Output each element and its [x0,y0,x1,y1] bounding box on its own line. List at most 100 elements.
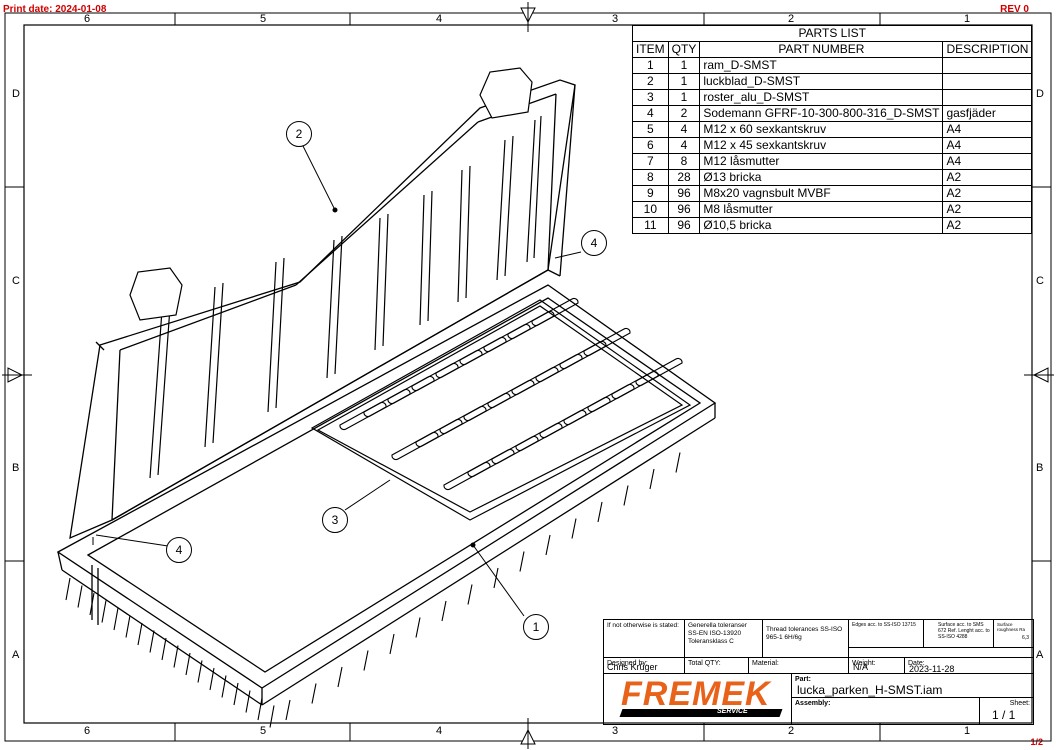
header-qty: QTY [667,41,701,58]
cell-part: Sodemann GFRF-10-300-800-316_D-SMST [699,105,944,122]
zone-col-1: 1 [964,13,971,25]
zone-row-c: C [12,275,20,287]
anchor-bolt [173,645,179,668]
anchor-bolt [65,577,71,601]
cell-desc [942,73,1033,90]
anchor-bolt [113,607,119,631]
tb-weight-label: Weight: [849,658,905,674]
anchor-bolt [77,585,83,608]
balloon-item-1: 1 [523,614,549,640]
tb-material-label: Material: [749,658,849,674]
cell-qty: 1 [667,73,701,90]
zone-col-5: 5 [260,13,267,25]
cell-desc: A2 [942,169,1033,186]
cell-item: 3 [632,89,669,106]
anchor-bolt [245,690,251,713]
zone-col-1-bottom: 1 [964,725,971,737]
anchor-bolt [89,592,95,616]
anchor-bolt [415,617,421,638]
grate-slot [391,431,439,461]
cell-part: roster_alu_D-SMST [699,89,944,106]
anchor-bolt [545,534,551,556]
balloon-item-3: 3 [322,507,348,533]
balloon-item-4-top: 4 [581,230,607,256]
zone-row-a-right: A [1036,649,1044,661]
grate-slot [487,379,535,409]
cell-item: 4 [632,105,669,122]
logo-sub: SERVICE [717,708,748,715]
grate-slot [387,375,435,405]
fremek-logo: FREMEK SERVICE [605,674,791,722]
tb-date: 2023-11-28 [909,664,955,674]
anchor-bolt [571,518,577,539]
anchor-bolt [197,660,203,683]
balloon-item-4-bottom: 4 [166,537,192,563]
tb-sheet-label: Sheet: [1009,700,1030,707]
print-date: Print date: 2024-01-08 [3,4,107,15]
header-item: ITEM [632,41,669,58]
cell-qty: 4 [667,121,701,138]
grate-slot [539,409,587,439]
cell-item: 6 [632,137,669,154]
anchor-bolt [467,584,473,605]
anchor-bolt [493,567,499,589]
grate-slot [491,435,539,465]
anchor-bolt [649,468,655,490]
cell-part: M12 x 60 sexkantskruv [699,121,944,138]
grate-slot [339,401,387,431]
zone-row-d-right: D [1036,88,1044,100]
tb-total-qty-label: Total QTY: [685,658,749,674]
grate-slot [635,357,683,387]
tb-part: lucka_parken_H-SMST.iam [797,683,943,697]
cell-part: ram_D-SMST [699,57,944,74]
cell-part: M8 låsmutter [699,201,944,218]
tb-designed-by: Chris Krüger [607,662,658,672]
cell-item: 1 [632,57,669,74]
cell-qty: 8 [667,153,701,170]
cell-qty: 96 [667,185,701,202]
anchor-bolt [441,600,447,622]
cell-qty: 1 [667,57,701,74]
grate-slot [611,370,659,400]
zone-col-6-bottom: 6 [84,725,91,737]
tb-designed-by-label: Designed by: [604,658,685,674]
grate-slot [515,422,563,452]
cell-part: M12 låsmutter [699,153,944,170]
zone-col-3: 3 [612,13,619,25]
grate-slot [563,396,611,426]
grate-slot [483,323,531,353]
grate-slot [463,392,511,422]
grate-slot [559,340,607,370]
cell-qty: 4 [667,137,701,154]
anchor-bolt [363,650,369,671]
tb-weight: N/A [853,662,869,672]
page-fraction: 1/2 [1030,737,1043,747]
cell-part: M8x20 vagnsbult MVBF [699,185,944,202]
zone-col-2-bottom: 2 [788,725,795,737]
anchor-bolt [597,501,603,523]
anchor-bolt [233,682,239,706]
cell-qty: 1 [667,89,701,106]
cell-desc: A4 [942,121,1033,138]
cell-item: 5 [632,121,669,138]
anchor-bolt [623,485,629,506]
parts-list-title: PARTS LIST [632,25,1033,41]
grate-slot [363,388,411,418]
anchor-bolt [185,652,191,676]
cell-desc: A4 [942,137,1033,154]
header-description: DESCRIPTION [942,41,1033,58]
zone-row-d: D [12,88,20,100]
anchor-bolt [209,667,215,691]
anchor-bolt [269,705,275,728]
cell-desc [942,57,1033,74]
cell-desc: gasfjäder [942,105,1033,122]
cell-desc: A4 [942,153,1033,170]
balloon-item-2: 2 [286,121,312,147]
